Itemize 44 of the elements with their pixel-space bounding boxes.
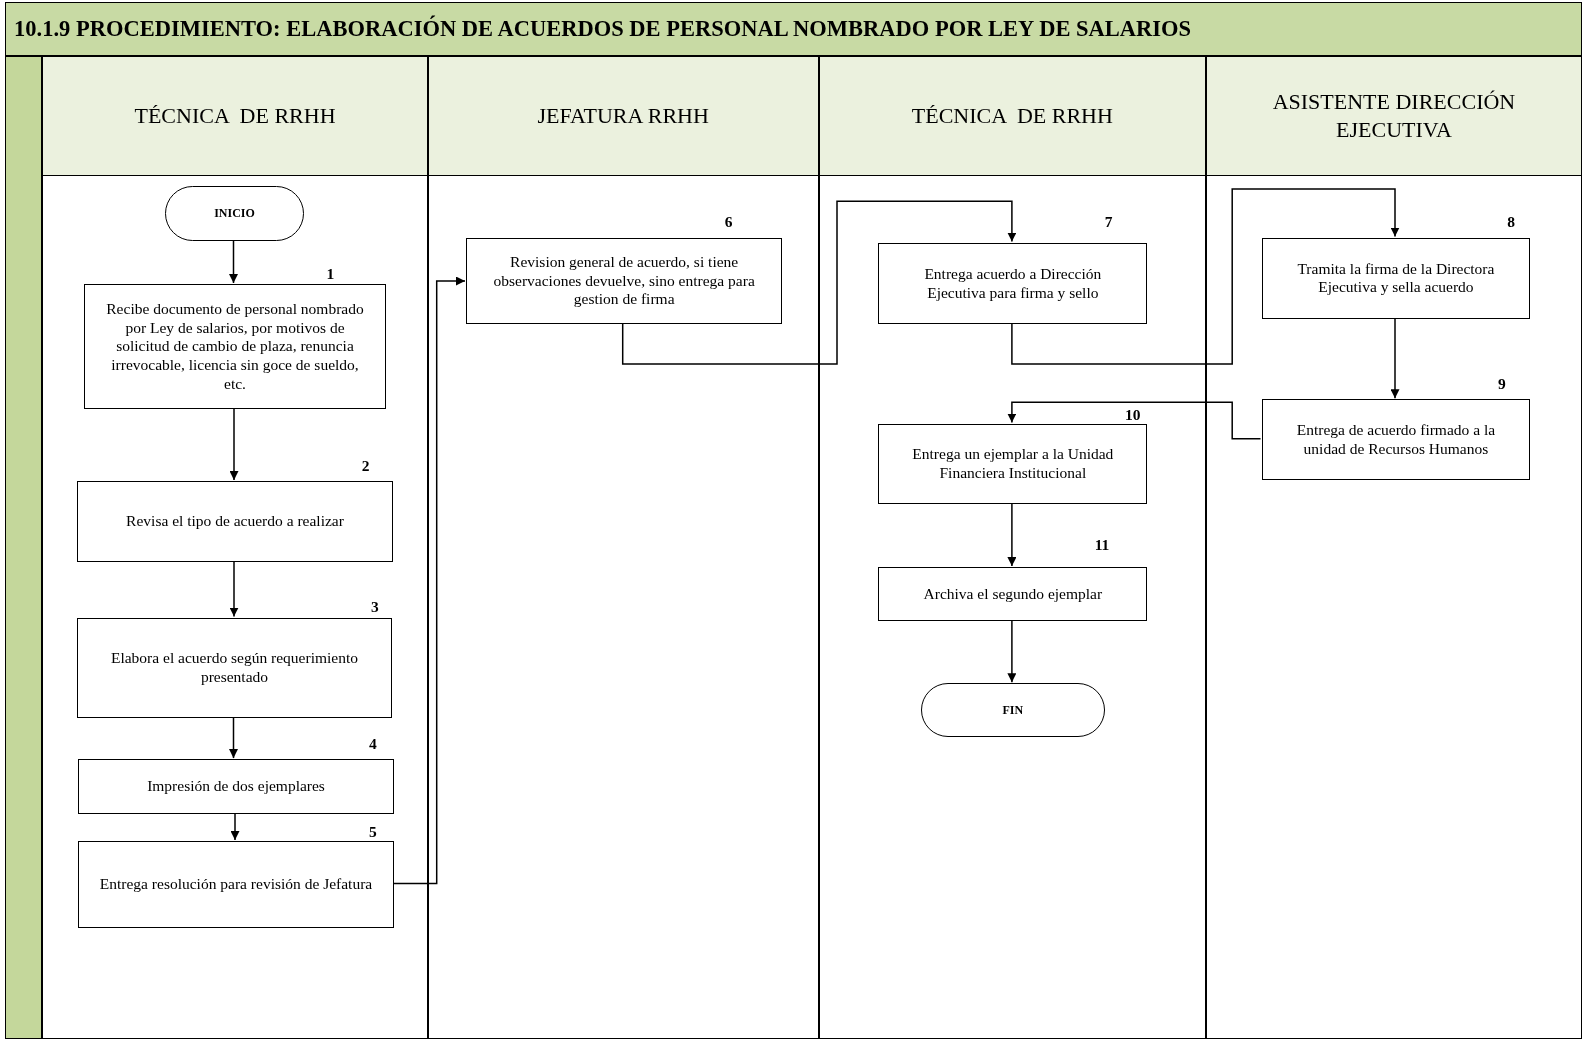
step-number: 9 — [1498, 376, 1506, 392]
step-number: 11 — [1094, 536, 1110, 553]
step-number: 7 — [1104, 214, 1113, 230]
process-box: Elabora el acuerdo según requerimiento presentado — [76, 617, 393, 718]
step-number: 4 — [368, 735, 377, 752]
arrow — [1390, 317, 1400, 400]
arrow — [1007, 401, 1262, 440]
step-number: 1 — [326, 265, 335, 282]
step-number: 3 — [370, 599, 379, 615]
process-box: Archiva el segundo ejemplar — [878, 567, 1148, 621]
process-box: Entrega resolución para revisión de Jefatura — [77, 841, 395, 928]
swimlane — [42, 55, 428, 1040]
arrow — [230, 811, 240, 841]
lane-header: ASISTENTE DIRECCIÓN EJECUTIVA — [1206, 56, 1581, 176]
process-box: Tramita la firma de la Directora Ejecutiva y sella acuerdo — [1261, 237, 1531, 320]
arrow — [229, 560, 239, 618]
arrow — [621, 200, 1017, 365]
arrow — [229, 715, 238, 759]
arrow — [1011, 188, 1400, 365]
lane-header: TÉCNICA DE RRHH — [819, 56, 1205, 176]
process-box: Impresión de dos ejemplares — [77, 759, 395, 814]
process-box: Entrega un ejemplar a la Unidad Financiera Institucional — [878, 423, 1148, 505]
process-box: Entrega acuerdo a Dirección Ejecutiva para firma y sello — [878, 242, 1148, 325]
process-box: Revisa el tipo de acuerdo a realizar — [76, 481, 394, 562]
arrow — [229, 238, 238, 284]
step-number: 5 — [368, 823, 377, 840]
step-number: 10 — [1125, 407, 1141, 423]
arrow — [1007, 618, 1017, 684]
title-bar: 10.1.9 PROCEDIMIENTO: ELABORACIÓN DE ACUERDOS DE PERSONAL NOMBRADO POR LEY DE SALARIOS — [5, 2, 1582, 56]
arrow — [1007, 502, 1017, 567]
step-number: 2 — [361, 457, 370, 474]
side-band — [5, 55, 43, 1040]
process-box: Revision general de acuerdo, si tiene observaciones devuelve, sino entrega para gestion de firma — [465, 237, 783, 325]
process-box: Recibe documento de personal nombrado por Ley de salarios, por motivos de solicitud de cambio de plaza, renuncia irrevocable, licencia sin goce de sueldo, etc. — [83, 284, 387, 410]
swimlane — [818, 55, 1206, 1040]
swimlane — [427, 55, 819, 1040]
lane-header: TÉCNICA DE RRHH — [43, 56, 427, 176]
lane-header: JEFATURA RRHH — [428, 56, 818, 176]
swimlane — [1205, 55, 1582, 1040]
step-number: 6 — [724, 214, 733, 230]
arrow — [392, 276, 466, 885]
arrow — [229, 407, 239, 481]
process-box: Entrega de acuerdo firmado a la unidad de Recursos Humanos — [1261, 399, 1531, 481]
step-number: 8 — [1507, 214, 1515, 230]
